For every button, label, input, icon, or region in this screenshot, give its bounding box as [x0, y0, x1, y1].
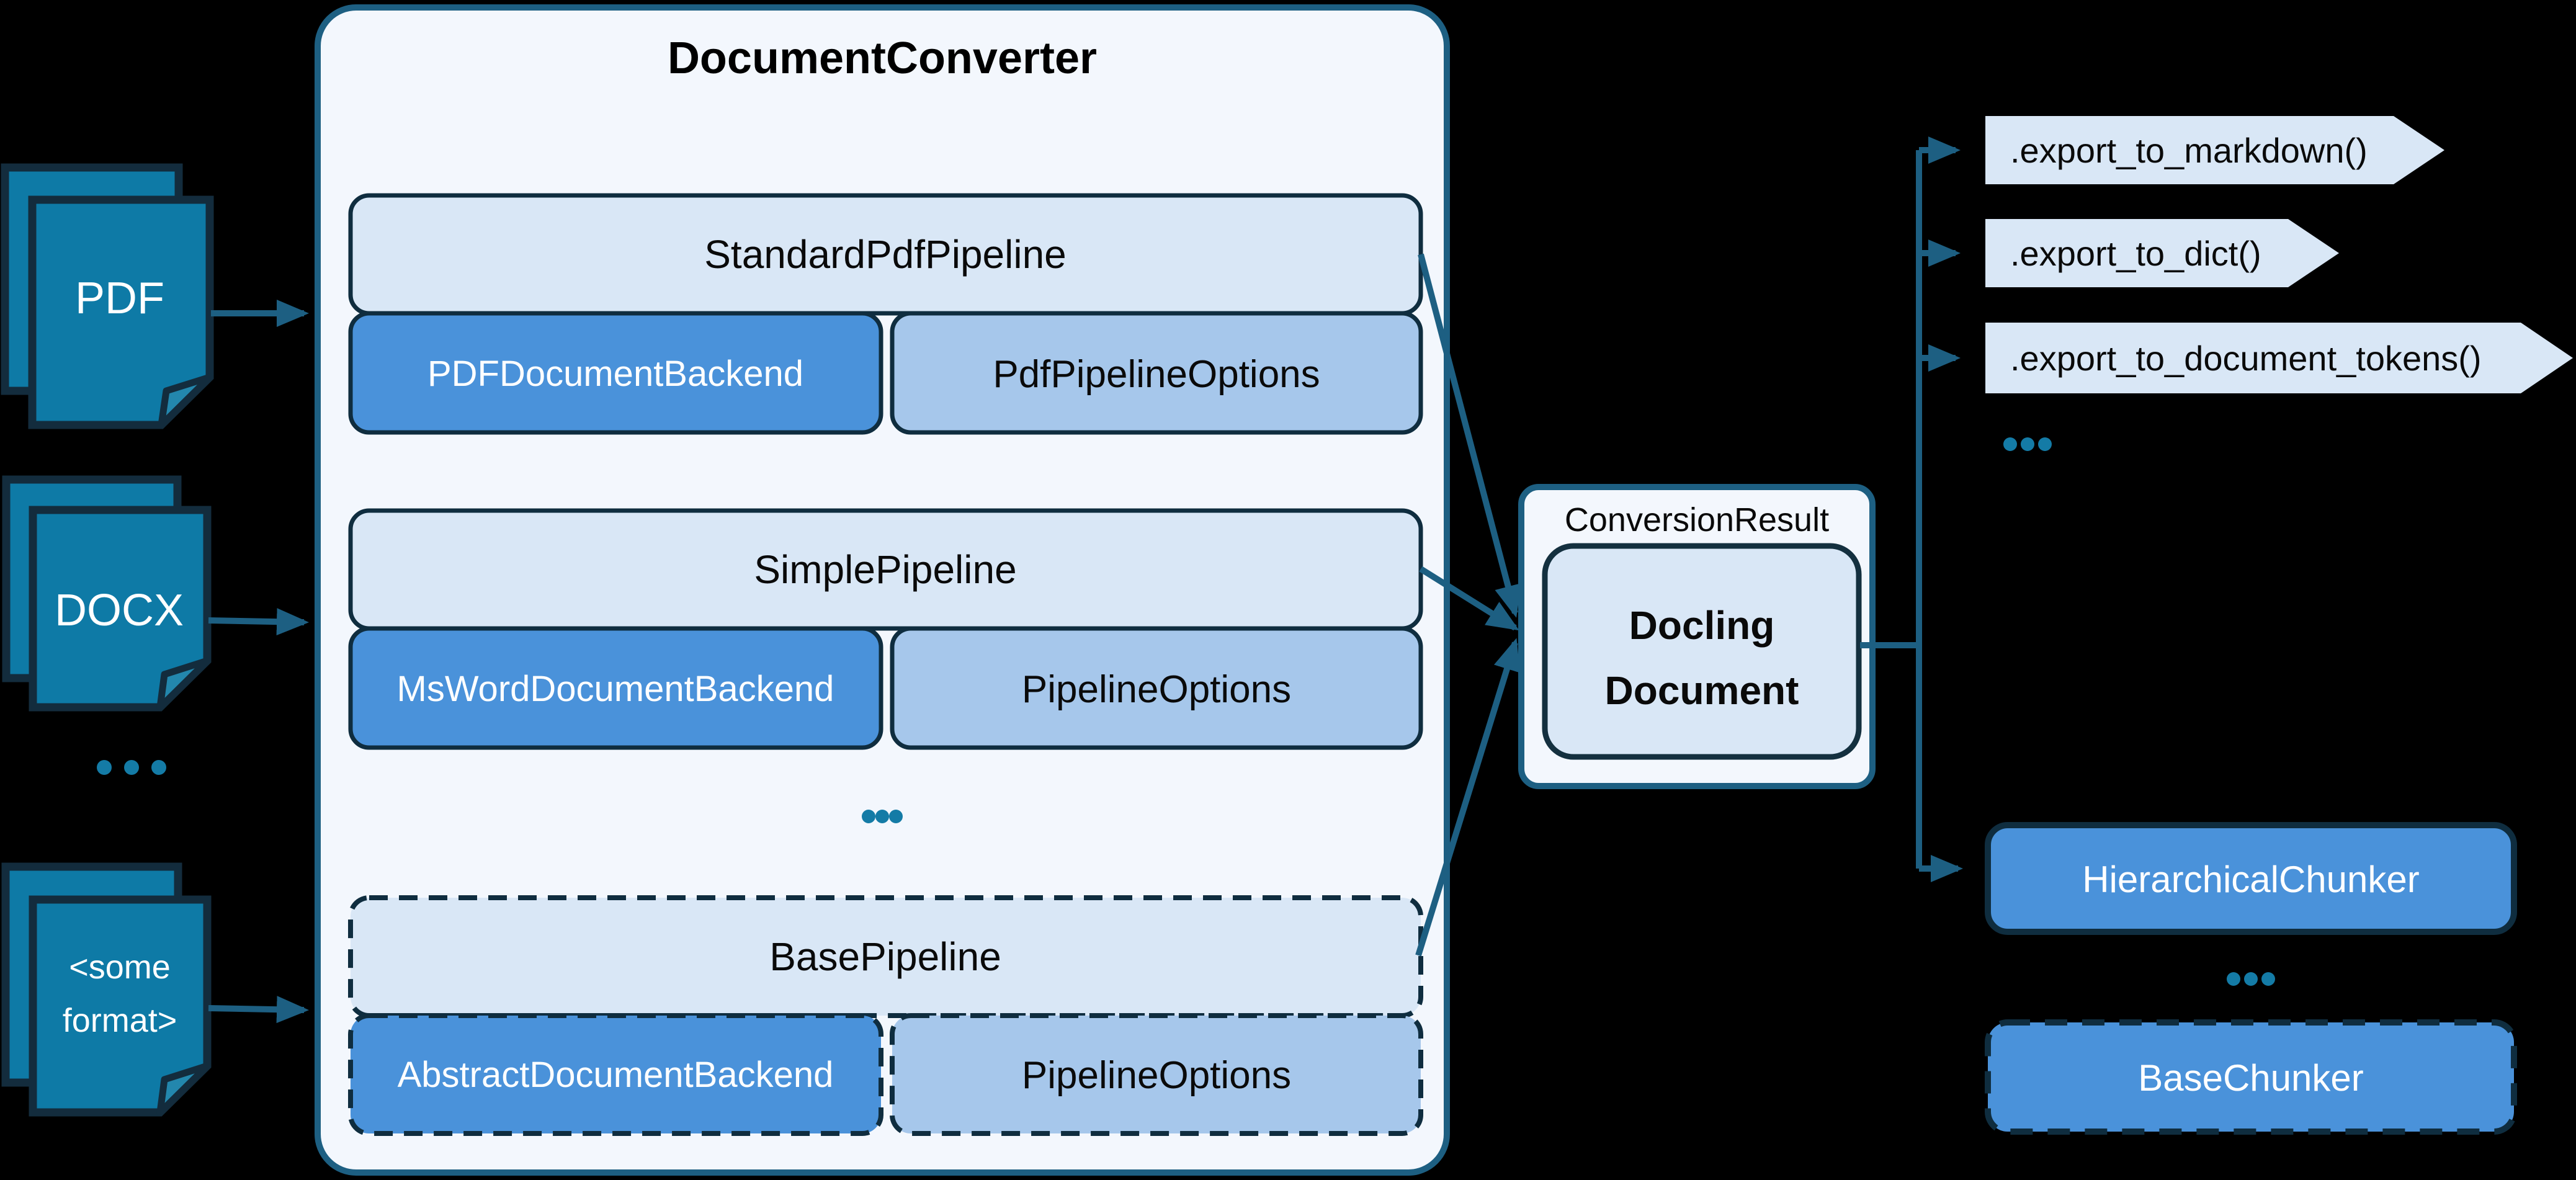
pipeline-simple: SimplePipeline MsWordDocumentBackend Pip… [348, 508, 1423, 750]
docling-document-box [1542, 543, 1862, 760]
export-to-document-tokens-label: .export_to_document_tokens() [2010, 339, 2482, 378]
docling-document-line2: Document [1605, 668, 1799, 713]
arrow-some-format-to-converter [208, 996, 309, 1024]
base-chunker-box [1985, 1019, 2517, 1135]
chunkers-ellipsis [2227, 972, 2275, 986]
export-to-markdown-label: .export_to_markdown() [2010, 131, 2368, 170]
converter-output-arrows [1415, 253, 1522, 957]
arrow-base-to-result [1415, 638, 1521, 957]
some-format-stack: <some format> [1, 862, 212, 1117]
ms-word-document-backend-box [348, 626, 883, 750]
input-ellipsis [97, 760, 166, 775]
base-pipeline-options-box [890, 1013, 1423, 1136]
pipeline-options-box [890, 626, 1423, 750]
ellipsis-dot [2003, 437, 2017, 451]
standard-pdf-pipeline-title: StandardPdfPipeline [704, 232, 1067, 277]
pdf-label: PDF [75, 274, 164, 323]
pdf-document-backend-box [348, 311, 883, 435]
docx-stack: DOCX [2, 475, 212, 712]
ellipsis-dot [97, 760, 112, 775]
export-to-dict-label: .export_to_dict() [2010, 234, 2261, 273]
export-methods: .export_to_markdown() .export_to_dict() … [1985, 116, 2573, 451]
document-converter-title: DocumentConverter [668, 34, 1097, 83]
pipeline-options-label: PipelineOptions [1022, 668, 1291, 711]
pdf-folded-corner-icon [158, 373, 213, 429]
converter-ellipsis [862, 810, 903, 823]
hierarchical-chunker-box [1985, 822, 2517, 935]
abstract-document-backend-label: AbstractDocumentBackend [398, 1055, 834, 1095]
export-to-document-tokens-chevron [1985, 323, 2573, 393]
input-arrows [208, 300, 309, 1024]
pdf-pipeline-options-label: PdfPipelineOptions [993, 353, 1320, 396]
ellipsis-dot [875, 810, 889, 823]
ellipsis-dot [889, 810, 903, 823]
conversion-result-label: ConversionResult [1565, 501, 1829, 539]
arrow-docx-to-converter [208, 608, 309, 636]
ellipsis-dot [2038, 437, 2052, 451]
simple-pipeline-title: SimplePipeline [754, 547, 1016, 592]
document-converter-panel: DocumentConverter StandardPdfPipeline PD… [315, 4, 1450, 1176]
pdf-document-backend-label: PDFDocumentBackend [427, 354, 803, 394]
some-format-label-line2: format> [63, 1002, 177, 1039]
export-to-dict-chevron [1985, 219, 2339, 287]
ellipsis-dot [2021, 437, 2034, 451]
export-ellipsis [2003, 437, 2052, 451]
docling-document-line1: Docling [1629, 603, 1775, 648]
base-chunker-label: BaseChunker [2138, 1057, 2364, 1099]
base-pipeline-options-label: PipelineOptions [1022, 1054, 1291, 1097]
ms-word-document-backend-label: MsWordDocumentBackend [397, 669, 834, 709]
ellipsis-dot [151, 760, 166, 775]
pdf-stack: PDF [1, 163, 214, 429]
docx-folded-corner-icon [156, 657, 211, 711]
some-format-label-line1: <some [69, 949, 171, 986]
base-pipeline-title: BasePipeline [769, 934, 1001, 979]
arrow-standard-pdf-to-result [1418, 253, 1522, 618]
ellipsis-dot [124, 760, 139, 775]
chunkers: HierarchicalChunker BaseChunker [1985, 822, 2517, 1135]
base-pipeline-box [348, 895, 1423, 1018]
pipeline-standard-pdf: StandardPdfPipeline PDFDocumentBackend P… [348, 193, 1423, 435]
docx-label: DOCX [55, 586, 184, 635]
ellipsis-dot [2261, 972, 2275, 986]
ellipsis-dot [2244, 972, 2258, 986]
result-branch-trunk [1860, 150, 1922, 869]
arrow-simple-to-result [1419, 566, 1519, 631]
some-format-folded-corner-icon [156, 1062, 211, 1116]
hierarchical-chunker-label: HierarchicalChunker [2082, 859, 2420, 900]
pdf-pipeline-options-box [890, 311, 1423, 435]
pipeline-base: BasePipeline AbstractDocumentBackend Pip… [348, 895, 1423, 1136]
ellipsis-dot [862, 810, 875, 823]
result-branch-lines [1860, 136, 1963, 882]
export-to-markdown-chevron [1985, 116, 2444, 184]
conversion-result: ConversionResult Docling Document [1518, 484, 1876, 789]
abstract-document-backend-box [348, 1013, 883, 1136]
ellipsis-dot [2227, 972, 2240, 986]
